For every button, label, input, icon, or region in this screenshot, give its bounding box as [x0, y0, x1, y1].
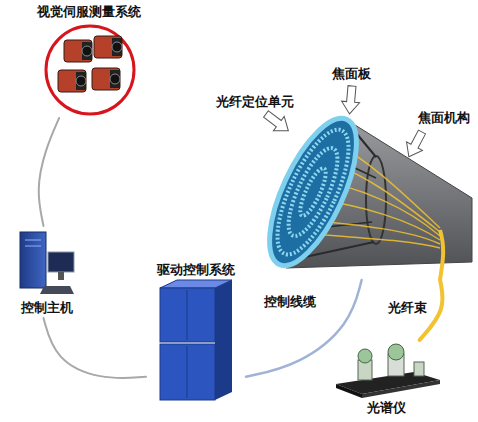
camera-icon [58, 70, 86, 92]
spectrograph-icon [336, 344, 440, 398]
callout-arrow [401, 128, 430, 161]
connector [39, 118, 59, 226]
bench-edge [362, 380, 440, 398]
camera-icon [64, 40, 92, 62]
positioner-ring [279, 142, 347, 242]
connector-label: 光纤束 [386, 300, 429, 316]
optic-lens [388, 344, 404, 360]
callout-label: 光纤定位单元 [214, 94, 296, 110]
connector [44, 318, 147, 378]
callout-arrow [261, 107, 294, 138]
callout-label: 焦面板 [330, 66, 373, 82]
connector-label: 控制线缆 [262, 294, 318, 310]
rack-cabinet [160, 344, 215, 400]
camera-front [112, 38, 122, 56]
camera-body [64, 40, 92, 62]
rack-door-line [187, 346, 188, 398]
camera-front [76, 72, 86, 90]
node-label: 驱动控制系统 [146, 262, 246, 278]
computer-icon [20, 232, 74, 294]
camera-front [110, 70, 120, 88]
camera-lens [82, 46, 92, 56]
rack-side [215, 280, 232, 400]
focal-plane-assembly: 焦面机构 [262, 108, 474, 280]
camera-system: 视觉伺服测量系统 [6, 2, 172, 118]
rack-door-line [187, 290, 188, 340]
rack-cabinet [160, 288, 215, 342]
callout-arrow [341, 85, 361, 114]
camera-body [94, 36, 122, 58]
fiber-exit [440, 230, 443, 280]
node-label: 控制主机 [12, 300, 82, 316]
camera-body [58, 70, 86, 92]
monitor-stand [58, 272, 64, 280]
camera-body [92, 68, 120, 90]
fiber-strand [325, 235, 440, 248]
keyboard [40, 286, 74, 294]
computer-tower [20, 232, 46, 288]
tower-slot [25, 240, 41, 241]
server-rack-icon [160, 280, 232, 400]
camera-icon [94, 36, 122, 58]
highlight-ring [46, 26, 134, 114]
positioner-ring [296, 165, 331, 218]
camera-front [82, 42, 92, 60]
camera-lens [110, 74, 120, 84]
connector [246, 280, 362, 377]
bench-edge [336, 384, 362, 398]
camera-lens [112, 42, 122, 52]
focal-plate [252, 107, 374, 277]
control-host: 控制主机 [12, 226, 82, 318]
node-label: 焦面机构 [418, 110, 470, 126]
drive-control-rack: 驱动控制系统 [146, 260, 246, 406]
plate-rim [252, 107, 374, 277]
tower-slot [25, 246, 41, 247]
camera-icon [92, 68, 120, 90]
monitor [48, 252, 74, 272]
telescope-illustration [252, 107, 472, 280]
positioner-ring [263, 121, 362, 264]
node-label: 光谱仪 [330, 400, 442, 416]
optic-lens [358, 349, 372, 363]
spectrograph: 光谱仪 [330, 340, 442, 418]
camera-lens [76, 76, 86, 86]
optic-mount [414, 362, 424, 376]
node-label: 视觉伺服测量系统 [6, 4, 172, 20]
